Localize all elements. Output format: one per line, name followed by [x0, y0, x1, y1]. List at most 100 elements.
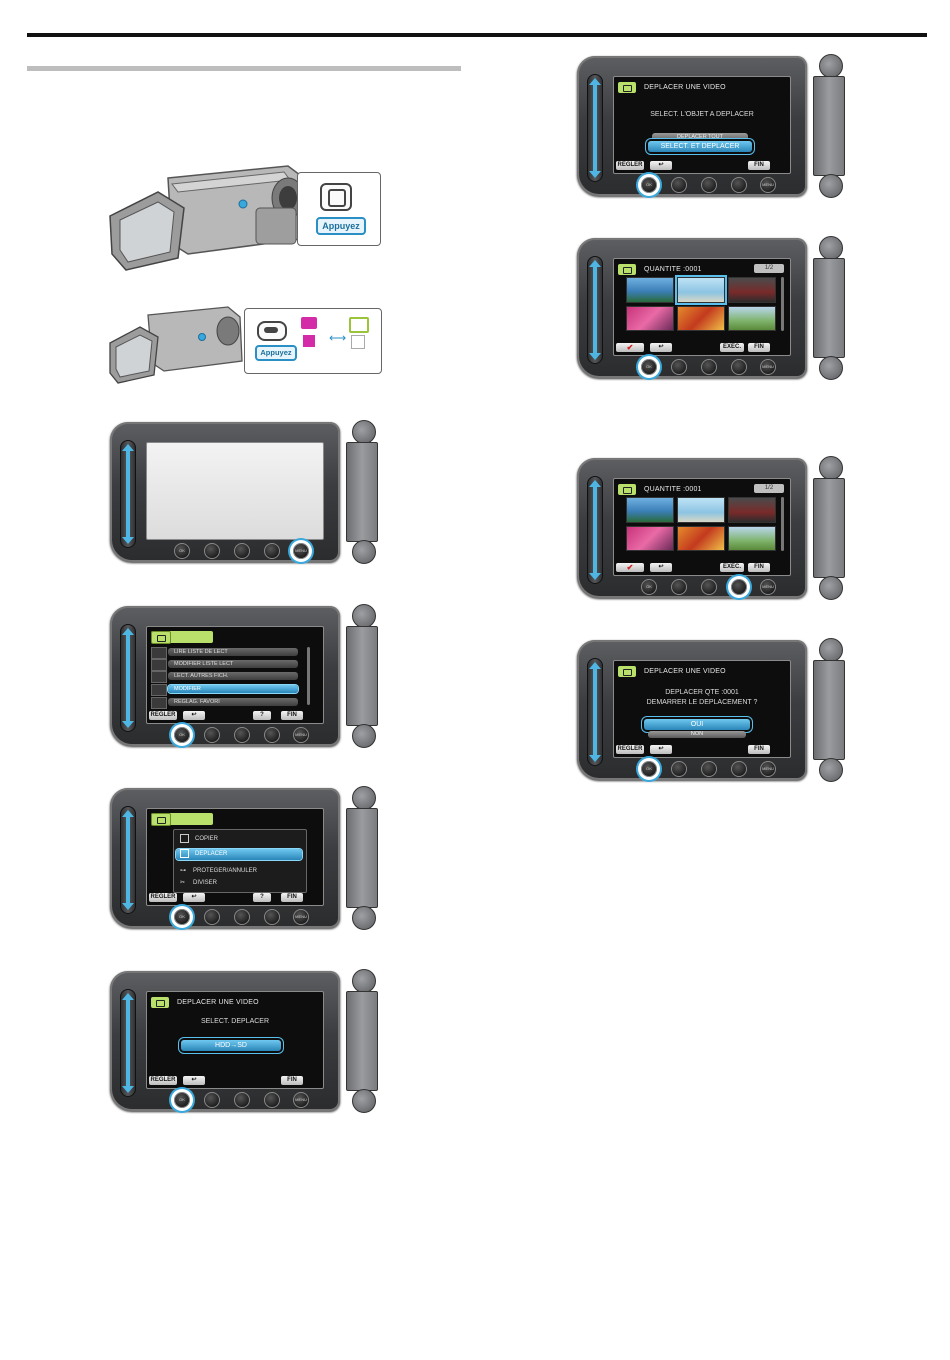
touch-slider[interactable]	[587, 476, 603, 584]
softkey-help[interactable]: ?	[253, 893, 271, 902]
option-yes[interactable]: OUI	[644, 719, 750, 730]
softkey-end[interactable]: FIN	[748, 563, 770, 572]
panel-button-3[interactable]	[701, 579, 717, 595]
softkey-end[interactable]: FIN	[748, 161, 770, 170]
panel-button-3[interactable]	[701, 761, 717, 777]
touch-slider[interactable]	[120, 440, 136, 548]
softkey-end[interactable]: FIN	[748, 343, 770, 352]
ok-button[interactable]: OK	[174, 543, 190, 559]
softkey-help[interactable]: ?	[253, 711, 271, 720]
ok-button[interactable]: OK	[641, 761, 657, 777]
softkey-exec[interactable]: EXEC.	[720, 343, 744, 352]
touch-slider[interactable]	[587, 658, 603, 766]
panel-button-3[interactable]	[234, 543, 250, 559]
thumbnail[interactable]	[677, 497, 725, 523]
softkey-end[interactable]: FIN	[281, 893, 303, 902]
softkey-end[interactable]: FIN	[281, 711, 303, 720]
softkey-back[interactable]: ↩	[650, 745, 672, 754]
exec-panel-button[interactable]	[731, 579, 747, 595]
softkey-check[interactable]: ✔	[616, 343, 644, 352]
panel-button-4[interactable]	[264, 909, 280, 925]
panel-button-2[interactable]	[671, 177, 687, 193]
option-hdd-to-sd[interactable]: HDD→SD	[181, 1040, 281, 1051]
panel-button-3[interactable]	[234, 909, 250, 925]
thumbnail-scrollbar[interactable]	[781, 277, 784, 331]
thumbnail[interactable]	[626, 525, 674, 551]
panel-button-2[interactable]	[204, 909, 220, 925]
softkey-set[interactable]: REGLER	[149, 893, 177, 902]
panel-button-3[interactable]	[701, 177, 717, 193]
softkey-back[interactable]: ↩	[183, 711, 205, 720]
softkey-end[interactable]: FIN	[748, 745, 770, 754]
softkey-check[interactable]: ✔	[616, 563, 644, 572]
menu-button[interactable]: MENU	[293, 909, 309, 925]
panel-button-2[interactable]	[671, 359, 687, 375]
menu-item[interactable]: REGLAG. FAVORI	[151, 697, 298, 709]
softkey-back[interactable]: ↩	[650, 343, 672, 352]
thumbnail[interactable]	[626, 277, 674, 303]
submenu-item[interactable]: ✂DIVISER	[180, 878, 300, 888]
panel-button-4[interactable]	[264, 1092, 280, 1108]
panel-button-4[interactable]	[731, 761, 747, 777]
panel-button-4[interactable]	[264, 727, 280, 743]
ok-button[interactable]: OK	[174, 727, 190, 743]
menu-item[interactable]: MODIFIER LISTE LECT	[151, 659, 298, 671]
thumbnail[interactable]	[728, 525, 776, 551]
ok-button[interactable]: OK	[174, 1092, 190, 1108]
menu-button[interactable]: MENU	[760, 177, 776, 193]
menu-button[interactable]: MENU	[293, 1092, 309, 1108]
thumbnail[interactable]	[728, 497, 776, 523]
menu-scrollbar[interactable]	[307, 647, 310, 705]
thumbnail-scrollbar[interactable]	[781, 497, 784, 551]
softkey-set[interactable]: REGLER	[149, 1076, 177, 1085]
softkey-set[interactable]: REGLER	[616, 161, 644, 170]
panel-button-2[interactable]	[671, 761, 687, 777]
menu-item[interactable]: LECT. AUTRES FICH.	[151, 671, 298, 683]
softkey-back[interactable]: ↩	[650, 161, 672, 170]
thumbnail-selected[interactable]	[677, 277, 725, 303]
submenu-item-selected[interactable]: DEPLACER	[176, 849, 302, 860]
submenu-item[interactable]: COPIER	[180, 834, 300, 844]
thumbnail[interactable]	[677, 525, 725, 551]
menu-button[interactable]: MENU	[760, 579, 776, 595]
touch-slider[interactable]	[120, 806, 136, 914]
ok-button[interactable]: OK	[174, 909, 190, 925]
thumbnail[interactable]	[626, 305, 674, 331]
panel-button-3[interactable]	[234, 1092, 250, 1108]
panel-button-3[interactable]	[701, 359, 717, 375]
panel-button-2[interactable]	[671, 579, 687, 595]
panel-button-3[interactable]	[234, 727, 250, 743]
softkey-set[interactable]: REGLER	[616, 745, 644, 754]
panel-button-2[interactable]	[204, 543, 220, 559]
touch-slider[interactable]	[587, 74, 603, 182]
option-move-all[interactable]: DEPLACER TOUT	[652, 133, 748, 142]
touch-slider[interactable]	[587, 256, 603, 364]
thumbnail[interactable]	[728, 305, 776, 331]
option-no[interactable]: NON	[648, 731, 746, 738]
thumbnail[interactable]	[728, 277, 776, 303]
softkey-back[interactable]: ↩	[183, 1076, 205, 1085]
softkey-back[interactable]: ↩	[650, 563, 672, 572]
ok-button[interactable]: OK	[641, 359, 657, 375]
panel-button-4[interactable]	[264, 543, 280, 559]
softkey-set[interactable]: REGLER	[149, 711, 177, 720]
menu-button[interactable]: MENU	[293, 543, 309, 559]
menu-button[interactable]: MENU	[293, 727, 309, 743]
panel-button-4[interactable]	[731, 359, 747, 375]
ok-button[interactable]: OK	[641, 177, 657, 193]
softkey-back[interactable]: ↩	[183, 893, 205, 902]
touch-slider[interactable]	[120, 624, 136, 732]
thumbnail[interactable]	[677, 305, 725, 331]
menu-item-selected[interactable]: MODIFIER	[151, 684, 298, 696]
ok-button[interactable]: OK	[641, 579, 657, 595]
panel-button-4[interactable]	[731, 177, 747, 193]
softkey-end[interactable]: FIN	[281, 1076, 303, 1085]
touch-slider[interactable]	[120, 989, 136, 1097]
menu-item[interactable]: LIRE LISTE DE LECT	[151, 647, 298, 659]
option-select-and-move[interactable]: SELECT. ET DEPLACER	[648, 141, 752, 152]
menu-button[interactable]: MENU	[760, 359, 776, 375]
thumbnail[interactable]	[626, 497, 674, 523]
submenu-item[interactable]: ⊶PROTEGER/ANNULER	[180, 866, 300, 876]
menu-button[interactable]: MENU	[760, 761, 776, 777]
panel-button-2[interactable]	[204, 1092, 220, 1108]
